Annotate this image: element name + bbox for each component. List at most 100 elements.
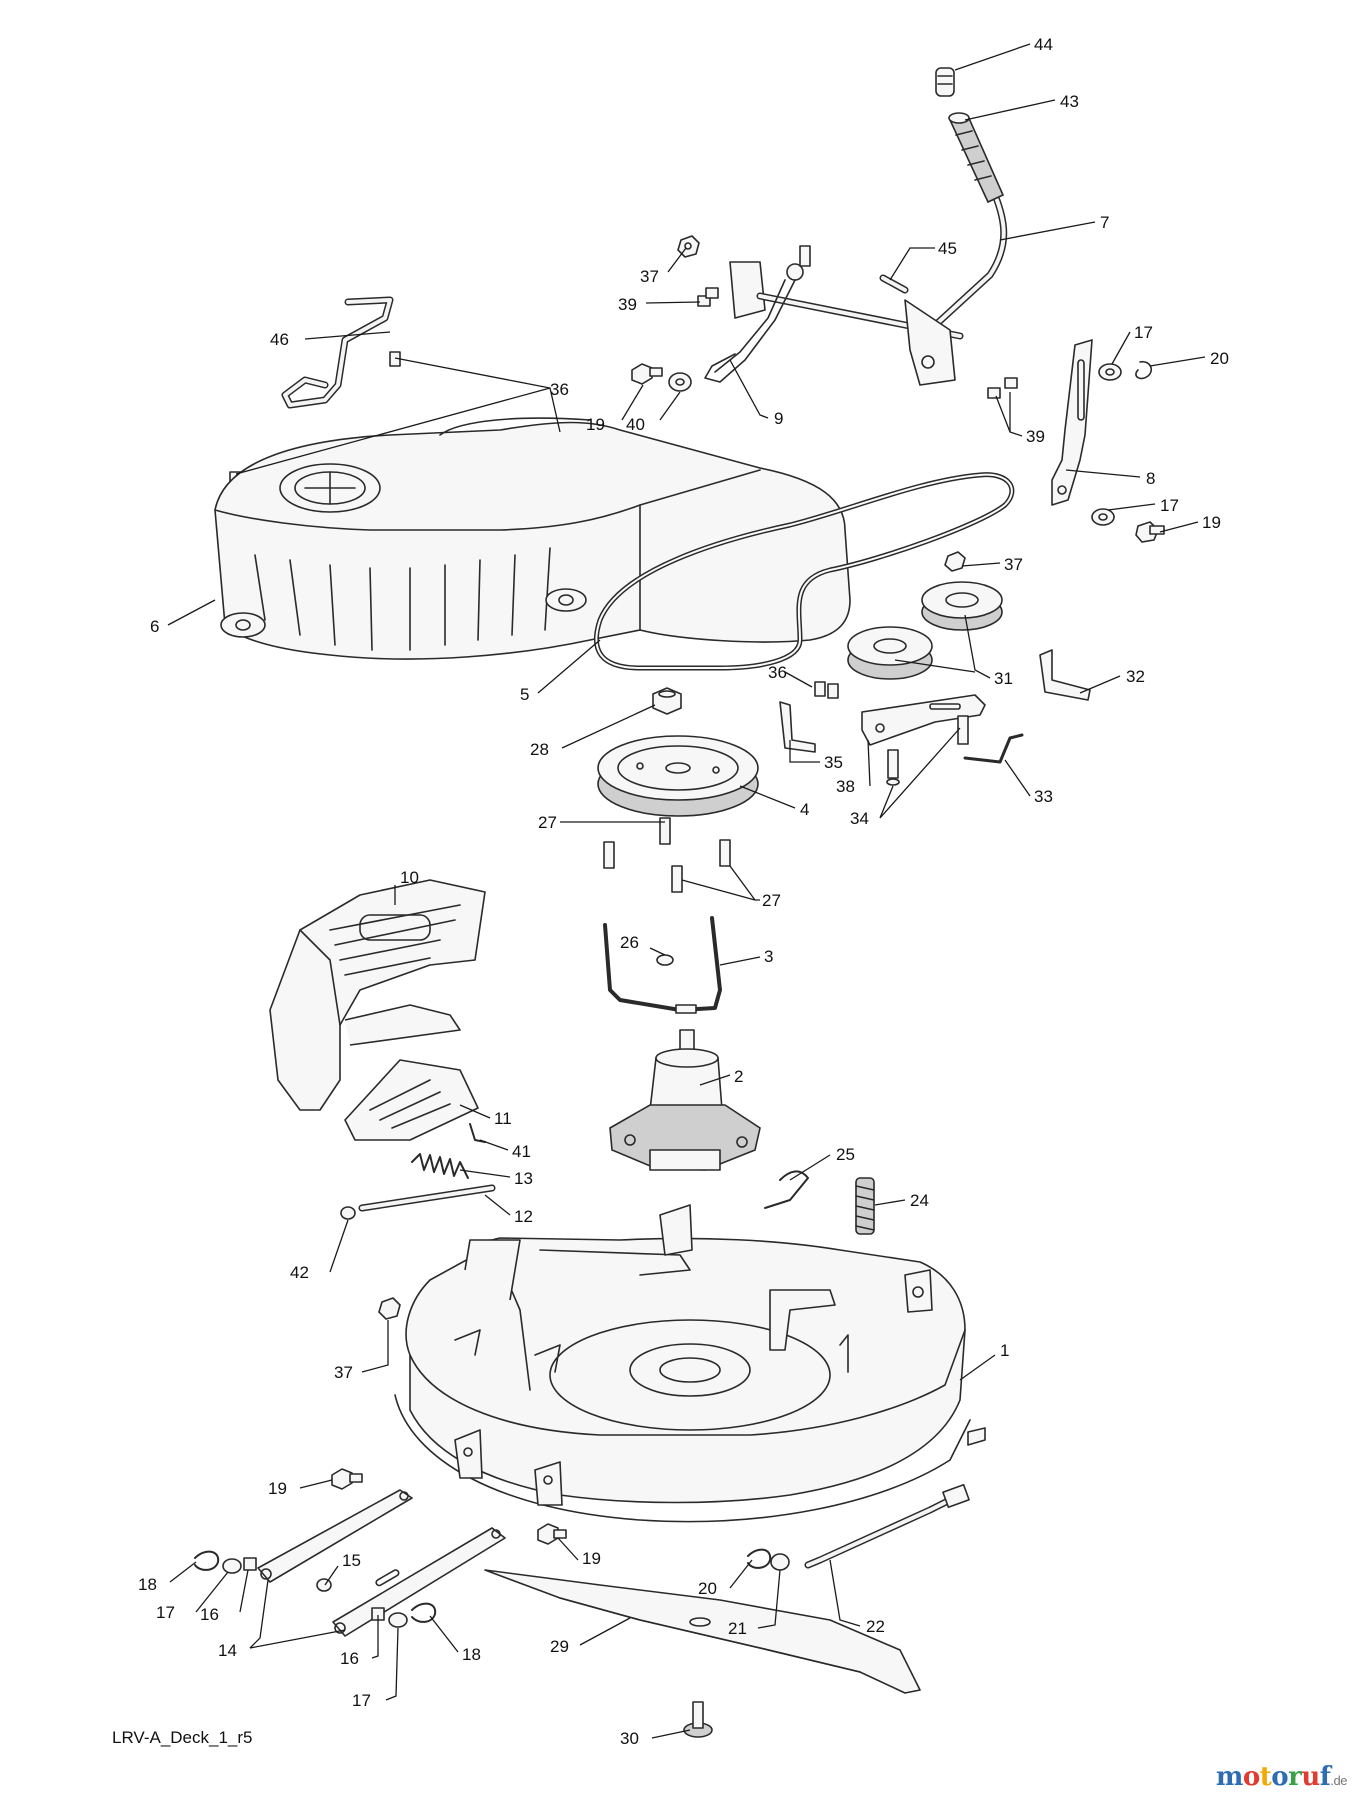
- callout-21: 21: [728, 1619, 747, 1638]
- callout-20: 20: [1210, 349, 1229, 368]
- callout-18: 18: [138, 1575, 157, 1594]
- callout-30: 30: [620, 1729, 639, 1748]
- part-2-spindle-housing: [609, 1029, 761, 1171]
- drawing-code: LRV-A_Deck_1_r5: [112, 1728, 253, 1747]
- part-27-bolts: [603, 817, 731, 893]
- part-25-clip: [764, 1170, 809, 1209]
- callout-41: 41: [512, 1142, 531, 1161]
- callout-25: 25: [836, 1145, 855, 1164]
- part-35-bracket: [779, 701, 816, 753]
- part-7-lift-handle: [926, 191, 1008, 334]
- callout-5: 5: [520, 685, 529, 704]
- callout-37: 37: [1004, 555, 1023, 574]
- part-22-rod: [804, 1483, 970, 1569]
- callout-12: 12: [514, 1207, 533, 1226]
- part-18-clip-center: [411, 1602, 437, 1623]
- part-33-rod: [963, 733, 1024, 764]
- part-17-washer-left: [222, 1558, 242, 1574]
- motoruf-logo[interactable]: motoruf.de: [1216, 1762, 1348, 1792]
- part-17-washer-center: [388, 1612, 408, 1628]
- callout-39: 39: [1026, 427, 1045, 446]
- callout-37: 37: [640, 267, 659, 286]
- callout-26: 26: [620, 933, 639, 952]
- callout-7: 7: [1100, 213, 1109, 232]
- callout-20: 20: [698, 1579, 717, 1598]
- part-37-nut-mid: [944, 551, 966, 572]
- logo-wordmark: motoruf: [1216, 1762, 1331, 1792]
- part-40-washer: [668, 372, 692, 392]
- callout-19: 19: [1202, 513, 1221, 532]
- callout-6: 6: [150, 617, 159, 636]
- part-32-bracket: [1039, 649, 1091, 701]
- callout-32: 32: [1126, 667, 1145, 686]
- part-36-bolts-mid: [814, 681, 839, 699]
- callout-34: 34: [850, 809, 869, 828]
- logo-domain-suffix: .de: [1330, 1773, 1347, 1788]
- callout-labels: 44 43 7 45 37 39 46 36 19 40 9 17 20 39 …: [138, 35, 1229, 1748]
- callout-13: 13: [514, 1169, 533, 1188]
- callout-15: 15: [342, 1551, 361, 1570]
- part-1-mower-deck: [394, 1204, 986, 1523]
- callout-31: 31: [994, 669, 1013, 688]
- callout-4: 4: [800, 800, 809, 819]
- callout-3: 3: [764, 947, 773, 966]
- callout-11: 11: [494, 1109, 512, 1128]
- callout-27: 27: [762, 891, 781, 910]
- logo-letter: f: [1319, 1762, 1331, 1792]
- part-45-pin: [879, 274, 909, 294]
- logo-letter: t: [1259, 1762, 1272, 1792]
- part-37-nut-lower: [378, 1297, 401, 1320]
- part-20-clip-b: [747, 1548, 772, 1569]
- callout-17: 17: [1160, 496, 1179, 515]
- part-5-belt: [593, 472, 1015, 671]
- part-17-washer-a: [1098, 363, 1122, 381]
- callout-14: 14: [218, 1641, 237, 1660]
- part-42-nut: [340, 1206, 356, 1220]
- part-31-idler-pulleys: [847, 581, 1003, 680]
- part-10-discharge-chute: [269, 879, 486, 1111]
- part-3-frame-rod: [603, 916, 722, 1014]
- logo-letter: o: [1242, 1762, 1260, 1792]
- part-39-bolts-top: [697, 287, 719, 307]
- part-24-spring: [855, 1177, 875, 1235]
- part-11-deflector-plate: [344, 1059, 479, 1141]
- logo-letter: r: [1288, 1762, 1302, 1792]
- part-8-bracket: [1051, 339, 1093, 506]
- callout-37: 37: [334, 1363, 353, 1382]
- callout-17: 17: [352, 1691, 371, 1710]
- callout-36: 36: [550, 380, 569, 399]
- part-46-rod: [281, 296, 394, 409]
- part-30-blade-bolt: [683, 1701, 713, 1738]
- part-12-rod: [358, 1184, 496, 1212]
- callout-18: 18: [462, 1645, 481, 1664]
- callout-42: 42: [290, 1263, 309, 1282]
- callout-22: 22: [866, 1617, 885, 1636]
- callout-16: 16: [200, 1605, 219, 1624]
- callout-27: 27: [538, 813, 557, 832]
- callout-2: 2: [734, 1067, 743, 1086]
- part-41-spring-hook: [469, 1123, 486, 1143]
- callout-35: 35: [824, 753, 843, 772]
- callout-46: 46: [270, 330, 289, 349]
- callout-17: 17: [156, 1603, 175, 1622]
- leader-lines: [167, 43, 1206, 1739]
- callout-44: 44: [1034, 35, 1053, 54]
- callout-9: 9: [774, 409, 783, 428]
- callout-19: 19: [586, 415, 605, 434]
- part-19-bolt-top: [631, 363, 663, 385]
- logo-letter: u: [1301, 1762, 1320, 1792]
- callout-28: 28: [530, 740, 549, 759]
- callout-10: 10: [400, 868, 419, 887]
- part-13-spring: [411, 1153, 469, 1179]
- callout-8: 8: [1146, 469, 1155, 488]
- lift-shaft-assembly: [704, 245, 964, 386]
- part-15-nut: [316, 1578, 332, 1592]
- callout-19: 19: [268, 1479, 287, 1498]
- callout-17: 17: [1134, 323, 1153, 342]
- part-17-washer-b: [1091, 508, 1115, 526]
- callout-36: 36: [768, 663, 787, 682]
- part-19-bolt-lower-b: [537, 1523, 567, 1545]
- part-19-bolt-lower-a: [331, 1468, 363, 1490]
- callout-29: 29: [550, 1637, 569, 1656]
- callout-19: 19: [582, 1549, 601, 1568]
